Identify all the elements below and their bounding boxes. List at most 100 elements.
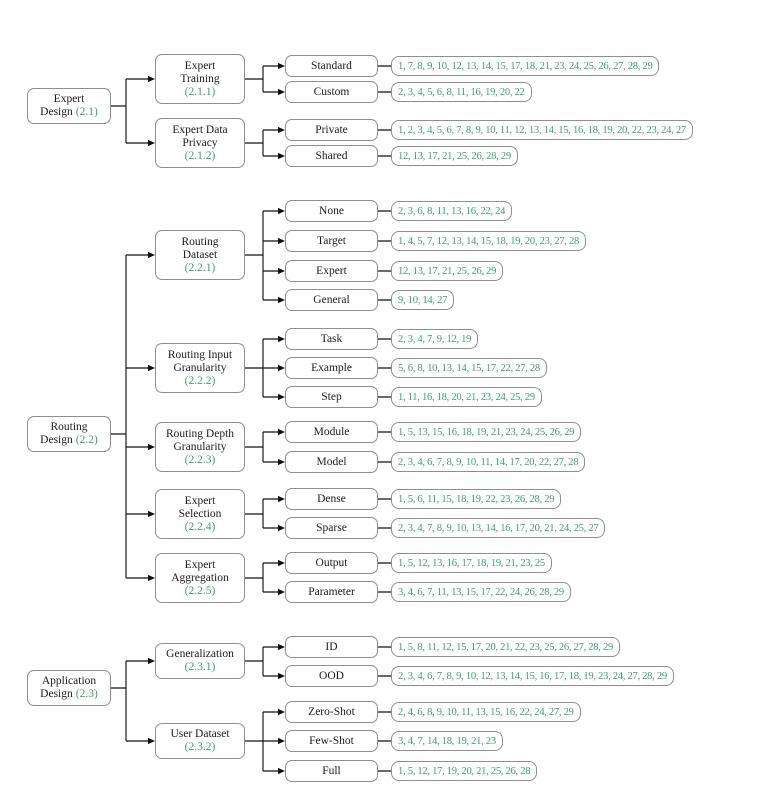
leaf-label: Task — [320, 333, 343, 345]
paper-refs-none: 2, 3, 6, 8, 11, 13, 16, 22, 24 — [391, 201, 513, 221]
paper-ref-numbers: 1, 2, 3, 4, 5, 6, 7, 8, 9, 10, 11, 12, 1… — [398, 124, 686, 136]
paper-ref-numbers: 1, 5, 6, 11, 15, 18, 19, 22, 23, 26, 28,… — [398, 493, 555, 505]
paper-refs-module: 1, 5, 13, 15, 16, 18, 19, 21, 23, 24, 25… — [391, 422, 582, 442]
branch-label-line: Dataset — [182, 248, 218, 261]
paper-ref-numbers: 2, 3, 4, 6, 7, 8, 9, 10, 12, 13, 14, 15,… — [398, 670, 667, 682]
section-ref: (2.3) — [75, 688, 98, 700]
paper-refs-full: 1, 5, 12, 17, 19, 20, 21, 25, 26, 28 — [391, 761, 538, 781]
leaf-node-general: General — [285, 289, 378, 311]
arrowhead-icon — [148, 574, 155, 582]
arrowhead-icon — [148, 139, 155, 147]
section-ref: (2.1.1) — [184, 85, 216, 98]
leaf-label: ID — [325, 641, 338, 653]
root-label-line: Design(2.2) — [40, 434, 98, 447]
leaf-node-few-shot: Few-Shot — [285, 730, 378, 752]
branch-label-line: Routing — [181, 235, 219, 248]
paper-refs-sparse: 2, 3, 4, 7, 8, 9, 10, 13, 14, 16, 17, 20… — [391, 518, 606, 538]
paper-ref-numbers: 2, 3, 4, 7, 9, 12, 19 — [398, 333, 472, 345]
leaf-node-module: Module — [285, 421, 378, 443]
leaf-label: Standard — [311, 60, 352, 72]
paper-refs-general: 9, 10, 14, 27 — [391, 290, 455, 310]
section-ref: (2.2.4) — [184, 520, 216, 533]
arrowhead-icon — [278, 62, 285, 70]
root-label-line: Design(2.1) — [40, 106, 98, 119]
arrowhead-icon — [148, 510, 155, 518]
leaf-label: Target — [317, 235, 346, 247]
arrowhead-icon — [278, 524, 285, 532]
paper-refs-zero-shot: 2, 4, 6, 8, 9, 10, 11, 13, 15, 16, 22, 2… — [391, 702, 581, 722]
leaf-node-full: Full — [285, 760, 378, 782]
paper-refs-id: 1, 5, 8, 11, 12, 15, 17, 20, 21, 22, 23,… — [391, 637, 620, 657]
paper-ref-numbers: 12, 13, 17, 21, 25, 26, 28, 29 — [398, 150, 511, 162]
leaf-label: Step — [321, 391, 342, 403]
leaf-label: General — [313, 294, 350, 306]
arrowhead-icon — [278, 737, 285, 745]
branch-label-line: Expert Data — [172, 123, 228, 136]
leaf-label: Parameter — [308, 586, 355, 598]
leaf-label: Output — [315, 557, 348, 569]
paper-ref-numbers: 2, 3, 4, 7, 8, 9, 10, 13, 14, 16, 17, 20… — [398, 522, 599, 534]
leaf-node-standard: Standard — [285, 55, 378, 77]
arrowhead-icon — [278, 152, 285, 160]
paper-ref-numbers: 1, 4, 5, 7, 12, 13, 14, 15, 18, 19, 20, … — [398, 235, 579, 247]
arrowhead-icon — [278, 335, 285, 343]
paper-ref-numbers: 2, 3, 6, 8, 11, 13, 16, 22, 24 — [398, 205, 506, 217]
paper-ref-numbers: 1, 5, 13, 15, 16, 18, 19, 21, 23, 24, 25… — [398, 426, 575, 438]
paper-refs-ood: 2, 3, 4, 6, 7, 8, 9, 10, 12, 13, 14, 15,… — [391, 666, 674, 686]
leaf-node-step: Step — [285, 386, 378, 408]
arrowhead-icon — [278, 237, 285, 245]
arrowhead-icon — [278, 393, 285, 401]
leaf-node-id: ID — [285, 636, 378, 658]
paper-ref-numbers: 1, 5, 8, 11, 12, 15, 17, 20, 21, 22, 23,… — [398, 641, 613, 653]
paper-ref-numbers: 3, 4, 7, 14, 18, 19, 21, 23 — [398, 735, 496, 747]
paper-refs-dense: 1, 5, 6, 11, 15, 18, 19, 22, 23, 26, 28,… — [391, 489, 562, 509]
section-ref: (2.2) — [75, 434, 98, 446]
paper-ref-numbers: 1, 11, 16, 18, 20, 21, 23, 24, 25, 29 — [398, 391, 535, 403]
leaf-label: Example — [311, 362, 352, 374]
arrowhead-icon — [278, 296, 285, 304]
paper-ref-numbers: 3, 4, 6, 7, 11, 13, 15, 17, 22, 24, 26, … — [398, 586, 564, 598]
leaf-node-model: Model — [285, 451, 378, 473]
arrowhead-icon — [148, 364, 155, 372]
branch-label-line: Routing Input — [167, 348, 233, 361]
paper-ref-numbers: 9, 10, 14, 27 — [398, 294, 448, 306]
leaf-node-zero-shot: Zero-Shot — [285, 701, 378, 723]
paper-ref-numbers: 2, 4, 6, 8, 9, 10, 11, 13, 15, 16, 22, 2… — [398, 706, 574, 718]
leaf-node-dense: Dense — [285, 488, 378, 510]
leaf-label: OOD — [319, 670, 344, 682]
branch-label-line: Expert — [184, 558, 216, 571]
leaf-label: Few-Shot — [309, 735, 354, 747]
leaf-node-output: Output — [285, 552, 378, 574]
arrowhead-icon — [278, 126, 285, 134]
leaf-label: None — [319, 205, 344, 217]
leaf-label: Model — [316, 456, 347, 468]
branch-label-line: Routing Depth — [165, 427, 235, 440]
section-ref: (2.3.1) — [184, 661, 216, 673]
arrowhead-icon — [278, 672, 285, 680]
paper-ref-numbers: 2, 3, 4, 6, 7, 8, 9, 10, 11, 14, 17, 20,… — [398, 456, 579, 468]
arrowhead-icon — [148, 443, 155, 451]
root-label-text: Design — [40, 106, 73, 118]
section-ref: (2.2.1) — [184, 261, 216, 274]
branch-label-line: Selection — [178, 507, 222, 520]
branch-node-2-3-1: Generalization(2.3.1) — [155, 643, 245, 679]
paper-ref-numbers: 2, 3, 4, 5, 6, 8, 11, 16, 19, 20, 22 — [398, 86, 525, 98]
leaf-label: Shared — [315, 150, 348, 162]
paper-ref-numbers: 1, 5, 12, 17, 19, 20, 21, 25, 26, 28 — [398, 765, 531, 777]
leaf-label: Sparse — [316, 522, 347, 534]
branch-label-line: Generalization — [166, 648, 234, 660]
leaf-label: Private — [315, 124, 348, 136]
branch-label-line: Privacy — [182, 136, 218, 149]
arrowhead-icon — [278, 767, 285, 775]
paper-refs-few-shot: 3, 4, 7, 14, 18, 19, 21, 23 — [391, 731, 503, 751]
paper-refs-step: 1, 11, 16, 18, 20, 21, 23, 24, 25, 29 — [391, 387, 542, 407]
arrowhead-icon — [278, 559, 285, 567]
arrowhead-icon — [278, 708, 285, 716]
